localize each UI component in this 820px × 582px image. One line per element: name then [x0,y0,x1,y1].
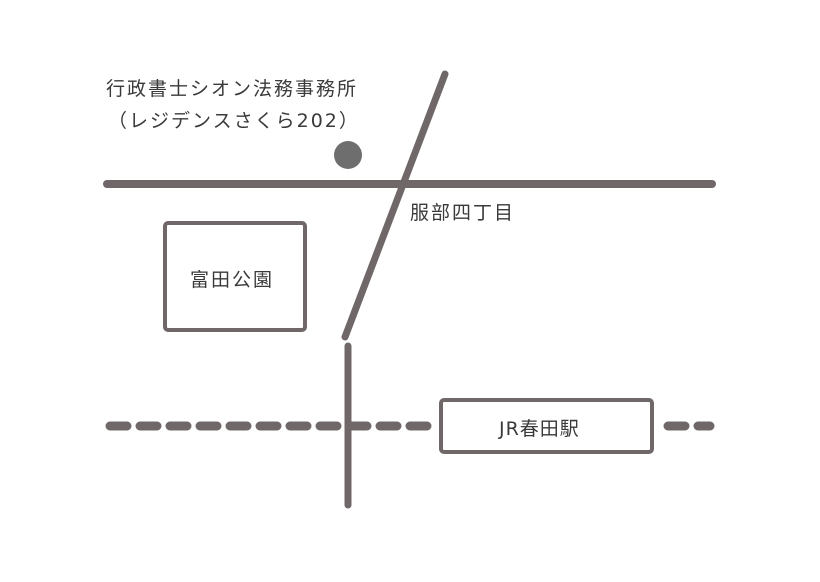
office-name-label: 行政書士シオン法務事務所 [106,78,359,100]
office-location-marker [334,141,362,169]
park-label: 富田公園 [190,269,275,291]
intersection-label: 服部四丁目 [410,202,516,224]
office-building-label: （レジデンスさくら202） [108,110,360,132]
station-box [439,398,654,454]
station-label: JR春田駅 [499,418,580,440]
diagonal-road [341,70,449,341]
park-box [163,221,307,332]
